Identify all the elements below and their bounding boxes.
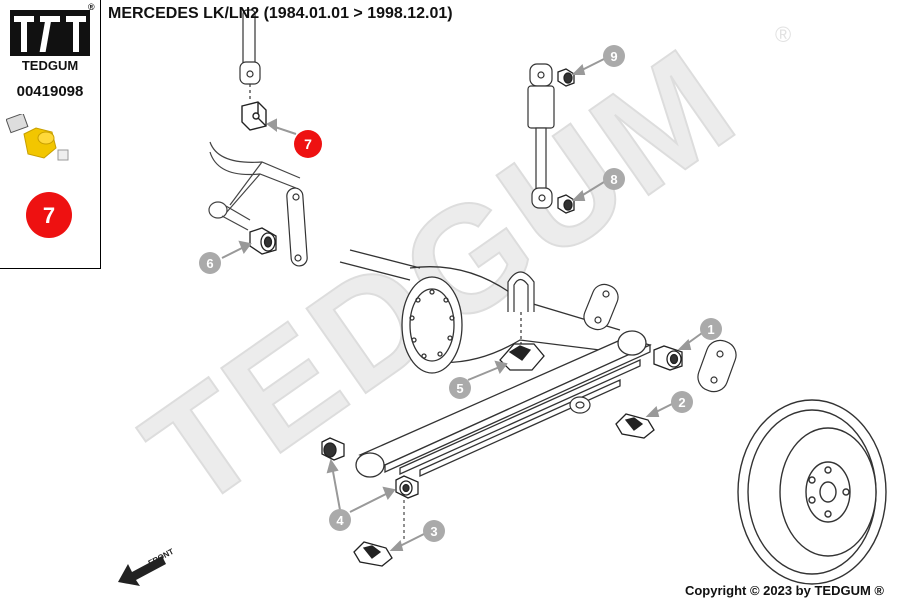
shackle-plate-right [583,283,737,393]
leaf-spring [355,330,652,478]
stabilizer-bar [208,141,301,231]
callout-label-2: 2 [678,395,685,410]
callout-label-6: 6 [206,256,213,271]
bushing-4-lower [395,475,419,540]
callout-label-7: 7 [304,136,312,152]
product-side-panel: ® TEDGUM 00419098 7 [0,0,101,269]
wheel [737,399,887,585]
callout-label-8: 8 [610,172,617,187]
callout-arrows [221,58,703,551]
shock-absorber [527,63,555,209]
spring-saddle-5 [499,343,545,371]
callout-circle-6 [199,252,221,274]
part-number: 00419098 [16,83,84,100]
page-title: MERCEDES LK/LN2 (1984.01.01 > 1998.12.01… [108,5,453,22]
callout-circle-9 [603,45,625,67]
callout-label-4: 4 [336,513,344,528]
copyright-text: Copyright © 2023 by TEDGUM ® [684,583,884,598]
stabilizer-link-top [239,9,261,100]
bump-stop-3 [353,541,393,567]
link-plate-left [286,187,308,267]
bushing-4-upper [321,437,345,461]
bushing-8 [557,194,575,214]
stabilizer-bushing-7 [241,101,267,131]
u-bolt [507,271,535,350]
tedgum-logo-icon [10,10,90,56]
front-arrow-icon: FRONT [118,547,175,586]
bushing-product-icon [6,114,69,161]
callout-circle-3 [423,520,445,542]
bump-stop-2 [615,413,655,439]
callout-label-9: 9 [610,49,617,64]
registered-mark: ® [88,2,95,12]
bushing-9 [557,68,575,87]
callout-circle-4 [329,509,351,531]
callout-label-1: 1 [707,322,714,337]
callout-circle-1 [700,318,722,340]
axle-stub [569,396,591,414]
highlight-badge-label: 7 [43,203,55,228]
watermark-mark: ® [775,22,791,47]
callout-label-3: 3 [430,524,437,539]
callout-circle-5 [449,377,471,399]
bushing-6 [249,227,277,255]
callout-circle-8 [603,168,625,190]
callout-circles: 9 8 7 6 5 1 2 3 4 [199,45,722,542]
brand-name: TEDGUM [21,58,79,73]
bushing-1 [653,345,683,371]
callout-label-5: 5 [456,381,463,396]
callout-circle-2 [671,391,693,413]
highlight-badge: 7 [26,192,72,238]
callout-circle-7 [294,130,322,158]
